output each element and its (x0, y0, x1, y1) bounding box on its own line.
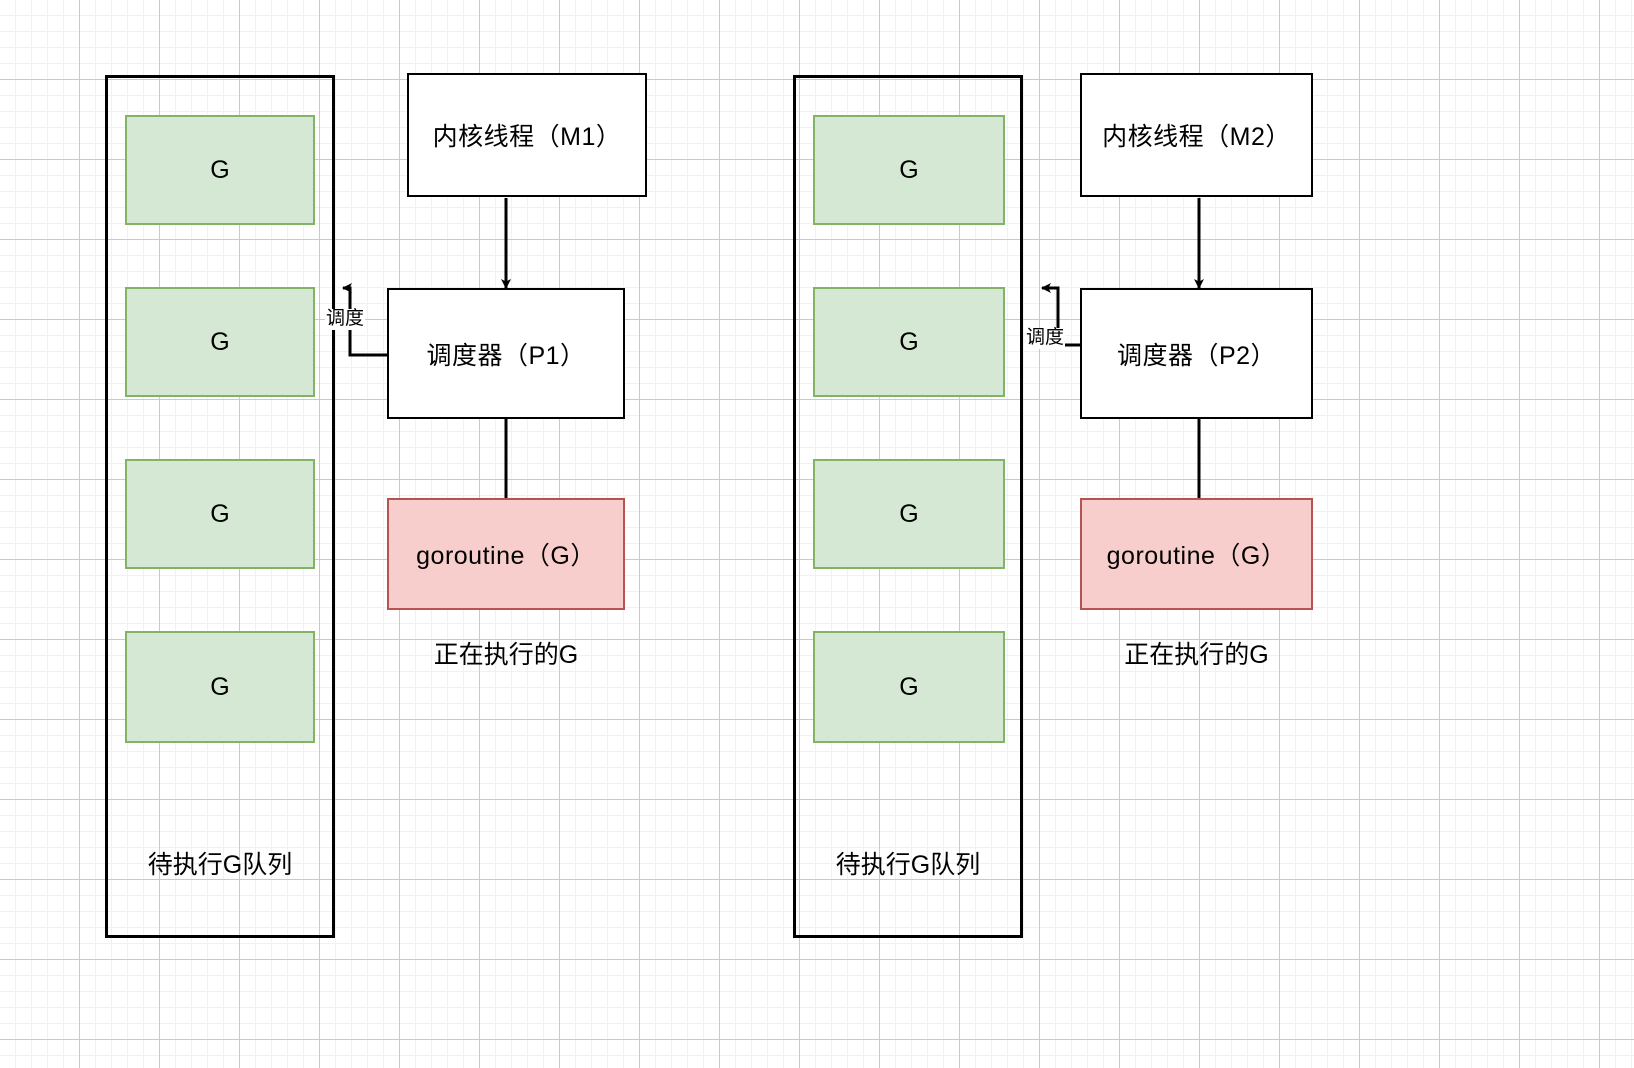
kernel-thread-box-2[interactable]: 内核线程（M2） (1080, 73, 1313, 197)
running-goroutine-box-2[interactable]: goroutine（G） (1080, 498, 1313, 610)
running-goroutine-caption-2: 正在执行的G (1124, 641, 1269, 669)
queue-item-g[interactable]: G (813, 459, 1005, 569)
kernel-thread-box-1[interactable]: 内核线程（M1） (407, 73, 647, 197)
queue-item-g[interactable]: G (125, 459, 315, 569)
queue-caption-1: 待执行G队列 (147, 851, 293, 879)
queue-item-g[interactable]: G (125, 631, 315, 743)
queue-item-g[interactable]: G (125, 287, 315, 397)
queue-item-g[interactable]: G (813, 115, 1005, 225)
running-goroutine-caption-1: 正在执行的G (433, 641, 579, 669)
scheduler-box-1[interactable]: 调度器（P1） (387, 288, 625, 419)
queue-frame-1 (105, 75, 335, 938)
edge-label-schedule-1: 调度 (325, 308, 366, 330)
queue-caption-2: 待执行G队列 (835, 851, 981, 879)
queue-item-g[interactable]: G (813, 631, 1005, 743)
scheduler-box-2[interactable]: 调度器（P2） (1080, 288, 1313, 419)
edge-label-schedule-2: 调度 (1025, 327, 1066, 349)
queue-frame-2 (793, 75, 1023, 938)
running-goroutine-box-1[interactable]: goroutine（G） (387, 498, 625, 610)
queue-item-g[interactable]: G (813, 287, 1005, 397)
queue-item-g[interactable]: G (125, 115, 315, 225)
arrow-p2-to-queue (1041, 283, 1080, 347)
